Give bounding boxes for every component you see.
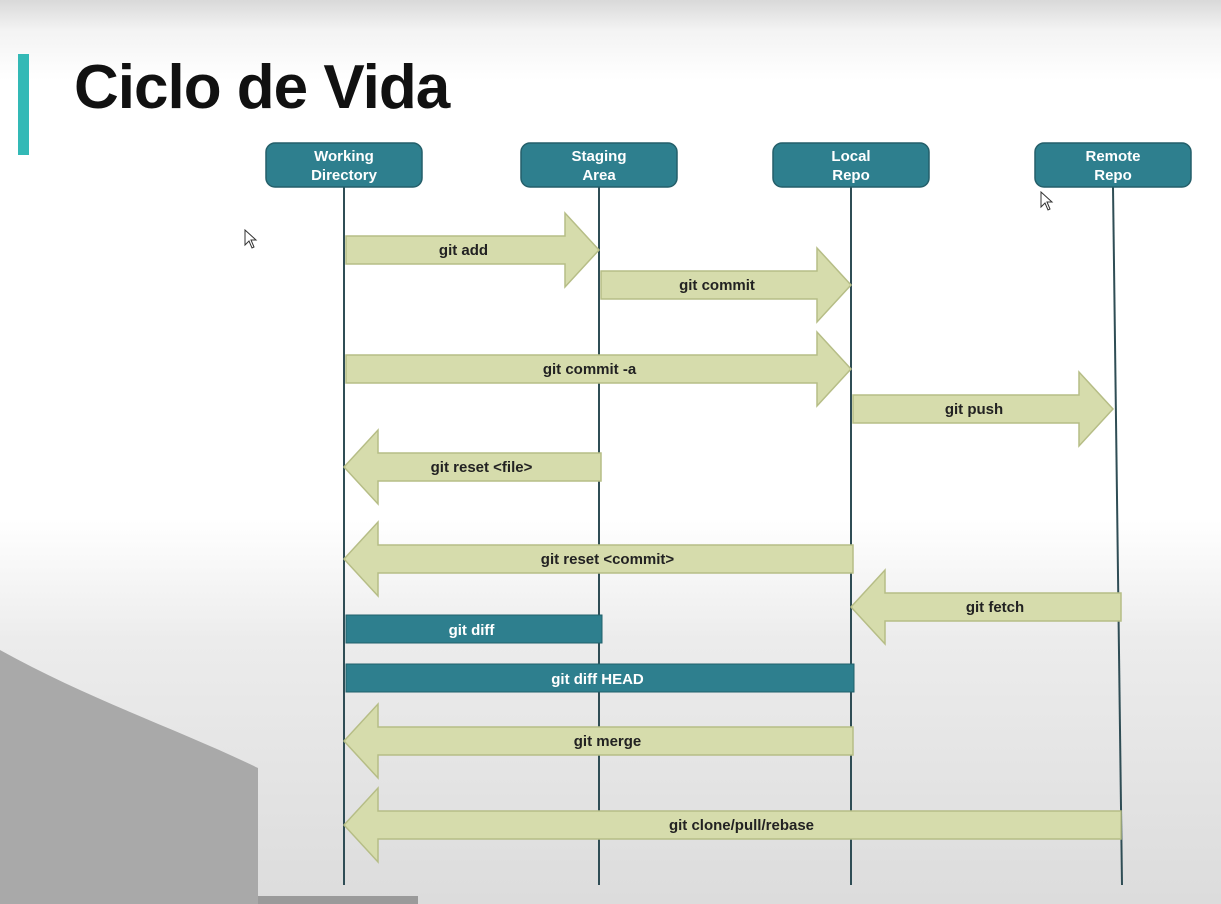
lane-header-label: Working — [314, 148, 374, 165]
arrow-left — [342, 428, 602, 506]
lane-header-box — [265, 142, 423, 188]
command-4: git reset <file> — [342, 428, 602, 506]
lane-header-label: Repo — [832, 167, 870, 184]
command-5: git reset <commit> — [342, 520, 854, 598]
command-0: git add — [345, 211, 601, 289]
command-8: git diff HEAD — [345, 663, 855, 693]
diff-bar — [345, 614, 603, 644]
command-label: git push — [945, 401, 1003, 418]
lane-header-box — [772, 142, 930, 188]
arrow-right — [345, 330, 853, 408]
command-label: git fetch — [966, 599, 1024, 616]
arrow-right — [345, 211, 601, 289]
lane-header-label: Area — [582, 167, 616, 184]
command-10: git clone/pull/rebase — [342, 786, 1122, 864]
command-label: git reset <commit> — [541, 551, 675, 568]
command-1: git commit — [600, 246, 853, 324]
arrow-left — [342, 520, 854, 598]
lane-header-label: Directory — [311, 167, 378, 184]
command-label: git add — [439, 242, 488, 259]
command-label: git merge — [574, 733, 642, 750]
lane-header-label: Staging — [572, 148, 627, 165]
lane-header-box — [520, 142, 678, 188]
command-label: git clone/pull/rebase — [669, 817, 814, 834]
arrow-left — [849, 568, 1122, 646]
command-label: git commit — [679, 277, 755, 294]
arrow-left — [342, 702, 854, 780]
lane-header-box — [1034, 142, 1192, 188]
lane-header-label: Repo — [1094, 167, 1132, 184]
command-label: git diff HEAD — [551, 671, 644, 688]
command-9: git merge — [342, 702, 854, 780]
arrow-left — [342, 786, 1122, 864]
diff-bar — [345, 663, 855, 693]
command-7: git diff — [345, 614, 603, 644]
arrow-right — [600, 246, 853, 324]
lane-header-label: Local — [831, 148, 870, 165]
command-label: git commit -a — [543, 361, 637, 378]
command-label: git reset <file> — [431, 459, 533, 476]
arrow-right — [852, 370, 1115, 448]
command-2: git commit -a — [345, 330, 853, 408]
title-accent-bar — [18, 54, 29, 155]
command-label: git diff — [449, 622, 496, 639]
mouse-cursor-icon — [244, 229, 258, 249]
lane-header-label: Remote — [1085, 148, 1140, 165]
lifeline-rr — [1112, 186, 1123, 886]
command-3: git push — [852, 370, 1115, 448]
slide-title: Ciclo de Vida — [74, 53, 450, 122]
mouse-cursor-icon — [1040, 191, 1054, 211]
command-6: git fetch — [849, 568, 1122, 646]
